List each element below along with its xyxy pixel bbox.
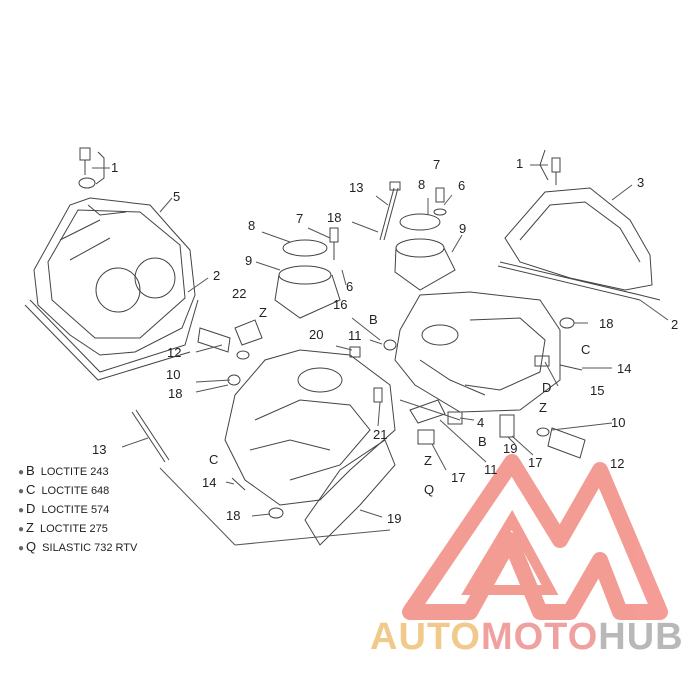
callout-1-right: 1 xyxy=(516,156,524,171)
logo-wordmark: AUTOMOTOHUB xyxy=(370,616,684,659)
callout-11-right: 11 xyxy=(484,462,498,477)
legend-row: ●C LOCTITE 648 xyxy=(18,482,109,497)
callout-9-right: 9 xyxy=(459,221,467,236)
legend-row: ●D LOCTITE 574 xyxy=(18,501,109,516)
legend-code: Z xyxy=(26,520,34,535)
callout-19-bottom: 19 xyxy=(387,511,402,526)
left-cylinder-head xyxy=(224,349,396,506)
right-cylinder-head xyxy=(394,291,561,413)
legend-text: LOCTITE 275 xyxy=(40,523,108,535)
right-intake-manifold xyxy=(394,187,456,291)
callout-11-left: 11 xyxy=(348,328,362,343)
callout-10-left: 10 xyxy=(166,367,181,382)
marker-c-2: C xyxy=(209,452,219,467)
callout-7-right: 7 xyxy=(433,157,441,172)
callout-18-right: 18 xyxy=(599,316,614,331)
callout-5: 5 xyxy=(173,189,181,204)
callout-2-right: 2 xyxy=(671,317,679,332)
gasket-left xyxy=(304,439,396,546)
callout-13-left: 13 xyxy=(92,442,107,457)
callout-17-right: 17 xyxy=(528,455,543,470)
left-intake-manifold xyxy=(274,227,341,319)
callout-14-left: 14 xyxy=(202,475,217,490)
logo-part-auto: AUTO xyxy=(370,616,481,658)
legend-code: B xyxy=(26,463,35,478)
legend-text: LOCTITE 574 xyxy=(41,504,110,516)
marker-d-1: D xyxy=(542,380,552,395)
legend-code: C xyxy=(26,482,36,497)
callout-17-left: 17 xyxy=(451,470,466,485)
legend-code: D xyxy=(26,501,36,516)
drop-icon: ● xyxy=(18,467,25,478)
callout-13-top: 13 xyxy=(349,180,364,195)
legend-row: ●Q SILASTIC 732 RTV xyxy=(18,539,137,554)
callout-21: 21 xyxy=(373,427,388,442)
callout-16: 16 xyxy=(333,297,348,312)
marker-z-1: Z xyxy=(259,305,267,320)
callout-20: 20 xyxy=(309,327,324,342)
callout-14-right: 14 xyxy=(617,361,632,376)
callout-2-left: 2 xyxy=(213,268,221,283)
drop-icon: ● xyxy=(18,543,25,554)
callout-12-right: 12 xyxy=(610,456,625,471)
legend-text: SILASTIC 732 RTV xyxy=(42,542,138,554)
callout-10-right: 10 xyxy=(611,415,626,430)
drop-icon: ● xyxy=(18,505,25,516)
marker-b-2: B xyxy=(478,434,487,449)
left-valve-cover xyxy=(24,197,199,381)
long-stud-top xyxy=(379,181,401,241)
callout-6-left: 6 xyxy=(346,279,354,294)
callout-12-left: 12 xyxy=(167,345,182,360)
callout-8-right: 8 xyxy=(418,177,426,192)
marker-q-1: Q xyxy=(424,482,435,497)
marker-z-3: Z xyxy=(424,453,432,468)
callout-8-left: 8 xyxy=(248,218,256,233)
logo-part-hub: HUB xyxy=(598,616,684,658)
long-stud-left xyxy=(131,409,170,463)
right-valve-cover xyxy=(497,149,661,301)
drop-icon: ● xyxy=(18,486,25,497)
small-parts-left xyxy=(227,374,284,519)
callout-7-left: 7 xyxy=(296,211,304,226)
callout-4: 4 xyxy=(477,415,485,430)
marker-b-1: B xyxy=(369,312,378,327)
callout-19-right: 19 xyxy=(503,441,518,456)
callout-9-left: 9 xyxy=(245,253,253,268)
legend-code: Q xyxy=(26,539,37,554)
callout-18-top: 18 xyxy=(327,210,342,225)
leader-lines xyxy=(92,164,669,546)
bolt-left xyxy=(78,147,105,189)
callout-18-left: 18 xyxy=(168,386,183,401)
callout-6-right: 6 xyxy=(458,178,466,193)
legend-text: LOCTITE 648 xyxy=(41,485,110,497)
logo-mark xyxy=(402,454,668,620)
callout-1-left: 1 xyxy=(111,160,119,175)
legend-row: ●B LOCTITE 243 xyxy=(18,463,109,478)
sensor-left xyxy=(197,319,263,360)
sensor-right xyxy=(536,427,586,459)
legend-row: ●Z LOCTITE 275 xyxy=(18,520,108,535)
drop-icon: ● xyxy=(18,524,25,535)
callout-18-bottom: 18 xyxy=(226,508,241,523)
marker-c-1: C xyxy=(581,342,591,357)
callout-3: 3 xyxy=(637,175,645,190)
legend-text: LOCTITE 243 xyxy=(40,466,109,478)
marker-z-2: Z xyxy=(539,400,547,415)
callout-15: 15 xyxy=(590,383,605,398)
logo-part-moto: MOTO xyxy=(480,616,599,658)
callout-22: 22 xyxy=(232,286,247,301)
